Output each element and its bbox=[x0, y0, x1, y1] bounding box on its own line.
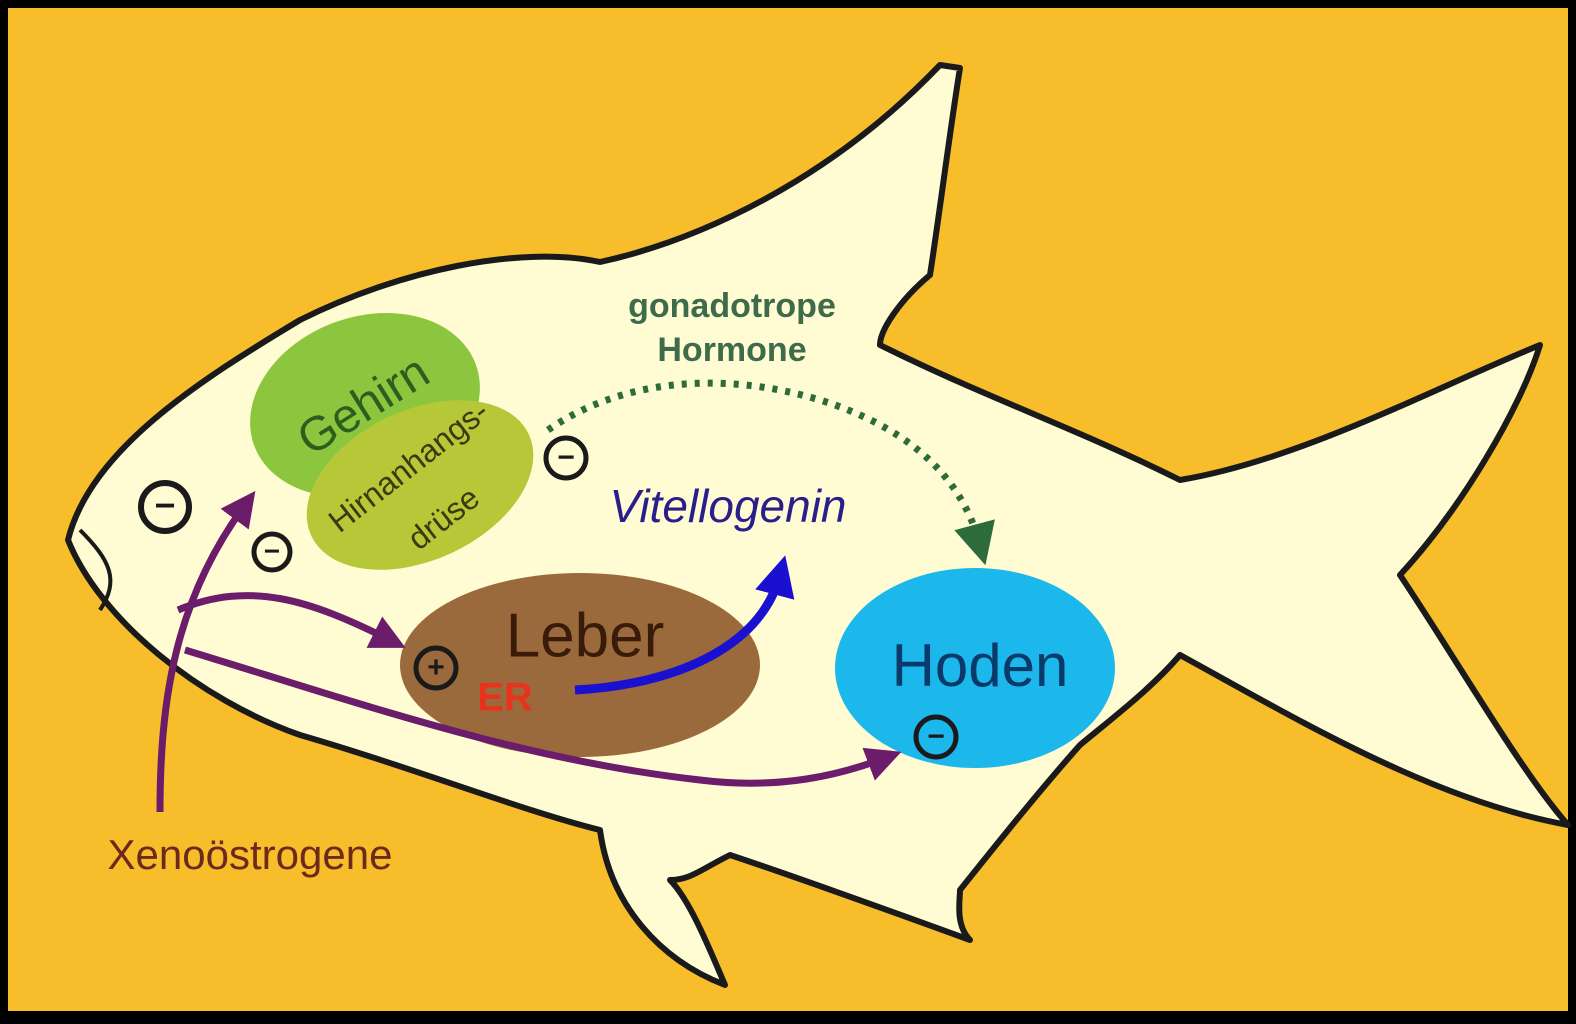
minus-sign-hormones: − bbox=[546, 438, 586, 478]
hormones-label-line1: gonadotrope bbox=[628, 287, 836, 325]
plus-sign-liver: + bbox=[416, 648, 456, 688]
xenoestrogen-label: Xenoöstrogene bbox=[108, 831, 393, 878]
svg-text:−: − bbox=[927, 720, 945, 753]
minus-sign-testes: − bbox=[916, 717, 956, 757]
svg-text:−: − bbox=[264, 535, 280, 566]
er-receptor-label: ER bbox=[477, 676, 533, 720]
svg-text:−: − bbox=[557, 441, 575, 474]
hormones-label-line2: Hormone bbox=[657, 331, 806, 369]
vitellogenin-label: Vitellogenin bbox=[609, 480, 846, 532]
testes-label: Hoden bbox=[892, 632, 1069, 699]
minus-sign-pituitary: − bbox=[254, 534, 290, 570]
svg-text:+: + bbox=[427, 651, 445, 684]
svg-text:−: − bbox=[154, 485, 175, 526]
liver-label: Leber bbox=[506, 601, 665, 670]
minus-sign-mouth: − bbox=[141, 483, 189, 531]
